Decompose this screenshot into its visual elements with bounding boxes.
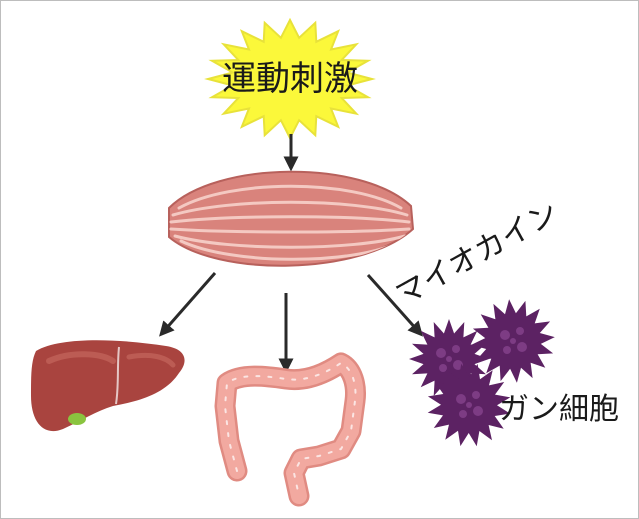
cancer-cell [471, 299, 555, 383]
liver-icon [31, 340, 185, 431]
myokine-label: マイオカイン [390, 195, 564, 313]
gallbladder [68, 413, 86, 425]
muscle-icon [169, 172, 413, 266]
intestine-icon [225, 363, 355, 496]
cancer-cells-label: ガン細胞 [499, 392, 619, 427]
liver-body [31, 340, 185, 431]
arrow-muscle-to-liver [164, 273, 215, 331]
stimulus-label: 運動刺激 [222, 59, 358, 99]
stimulus-burst: 運動刺激 [208, 20, 372, 138]
